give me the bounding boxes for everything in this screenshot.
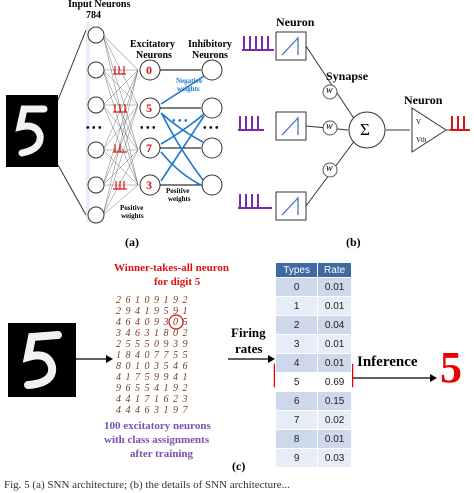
caption-line-3: after training: [130, 448, 194, 460]
table-cell-type: 2: [274, 315, 319, 335]
caption-line-1: 100 excitatory neurons: [104, 420, 211, 432]
table-cell-rate: 0.02: [317, 410, 352, 430]
sum-symbol: Σ: [360, 120, 370, 139]
table-cell-rate: 0.69: [317, 372, 352, 392]
neuron-digit-3: 3: [146, 178, 152, 192]
table-cell-rate: 0.01: [317, 429, 352, 449]
table-cell-type: 7: [274, 410, 319, 430]
digit-grid-row: 2 6 1 0 9 1 9 2: [116, 295, 189, 306]
digit-grid: 2 6 1 0 9 1 9 2 2 9 4 1 9 5 9 1 4 6 4 0 …: [116, 296, 226, 418]
inhibitory-label-1: Inhibitory: [188, 39, 232, 50]
table-cell-type: 1: [274, 296, 319, 316]
table-header-rate: Rate: [317, 262, 352, 278]
neuron-digit-0: 0: [146, 63, 152, 77]
digit-grid-row: 4 1 7 5 9 9 4 1: [116, 372, 189, 383]
input-neurons-label: Input Neurons: [68, 0, 131, 10]
ellipsis-dots-blue: • • •: [172, 116, 188, 127]
digit-grid-row: 2 9 4 1 9 5 9 1: [116, 306, 189, 317]
firing-rates-label-1: Firing: [231, 325, 266, 340]
table-cell-type: 6: [274, 391, 319, 411]
negative-weights-label-1: Negative: [176, 77, 203, 85]
caption-line-2: with class assignments: [104, 434, 210, 446]
inference-result-digit: 5: [440, 343, 462, 392]
table-cell-type: 3: [274, 334, 319, 354]
table-cell-rate: 0.04: [317, 315, 352, 335]
mnist-digit-image-c: [8, 323, 76, 397]
table-cell-rate: 0.01: [317, 277, 352, 297]
synapse-label: Synapse: [326, 69, 369, 83]
excitatory-label-2: Neurons: [136, 50, 172, 61]
table-cell-rate: 0.01: [317, 296, 352, 316]
weight-symbol-3: w: [326, 163, 333, 174]
table-cell-rate: 0.01: [317, 353, 352, 373]
positive-weights-label-3: Positive: [120, 204, 144, 212]
positive-weights-label-4: weights: [121, 212, 144, 220]
vth-label: Vth: [416, 136, 427, 144]
digit-grid-row: 9 6 5 5 4 1 9 2: [116, 383, 189, 394]
firing-rates-label-2: rates: [235, 341, 263, 356]
panel-a-label: (a): [125, 235, 139, 249]
mnist-digit-image-a: [6, 95, 58, 167]
neuron-digit-5: 5: [146, 101, 152, 115]
excitatory-label-1: Excitatory: [130, 39, 175, 50]
table-cell-rate: 0.03: [317, 448, 352, 468]
positive-weights-label-1: Positive: [166, 187, 190, 195]
digit-grid-row: 4 4 1 7 1 6 2 3: [116, 394, 189, 405]
table-cell-type: 8: [274, 429, 319, 449]
negative-weights-label-2: weights: [177, 85, 200, 93]
digit-grid-row: 4 4 4 6 3 1 9 7: [116, 405, 189, 416]
ellipsis-dots-inhibitory: • • •: [203, 123, 219, 134]
neuron-label-input: Neuron: [276, 15, 315, 29]
weight-symbol-2: w: [326, 121, 333, 132]
weight-symbol-1: w: [326, 85, 333, 96]
digit-grid-row: 8 0 1 0 3 5 4 6: [116, 361, 189, 372]
table-cell-rate: 0.01: [317, 334, 352, 354]
digit-grid-row: 1 8 4 0 7 7 5 5: [116, 350, 189, 361]
table-cell-type: 9: [274, 448, 319, 468]
ellipsis-dots-excitatory: • • •: [140, 123, 156, 134]
panel-c-label: (c): [232, 459, 246, 473]
digit-grid-row: 3 4 6 3 1 8 0 2: [116, 328, 189, 339]
table-cell-rate: 0.15: [317, 391, 352, 411]
v-label: V: [416, 118, 422, 126]
winner-title-1: Winner-takes-all neuron: [114, 262, 230, 274]
neuron-label-output: Neuron: [404, 93, 443, 107]
winner-title-2: for digit 5: [154, 276, 201, 288]
input-neurons-count: 784: [86, 10, 101, 21]
digit-grid-row: 2 5 5 5 0 9 3 9: [116, 339, 189, 350]
inhibitory-label-2: Neurons: [192, 50, 228, 61]
table-header-types: Types: [274, 262, 319, 278]
ellipsis-dots-input: • • •: [86, 123, 102, 134]
digit-grid-row: 4 6 4 0 9 3 0 5: [116, 317, 189, 328]
inference-label: Inference: [357, 354, 418, 370]
figure-caption: Fig. 5 (a) SNN architecture; (b) the det…: [4, 479, 290, 491]
neuron-digit-7: 7: [146, 141, 152, 155]
table-cell-type: 4: [274, 353, 319, 373]
panel-b-label: (b): [346, 235, 361, 249]
table-cell-type: 5: [274, 372, 319, 392]
table-cell-type: 0: [274, 277, 319, 297]
positive-weights-label-2: weights: [168, 195, 191, 203]
